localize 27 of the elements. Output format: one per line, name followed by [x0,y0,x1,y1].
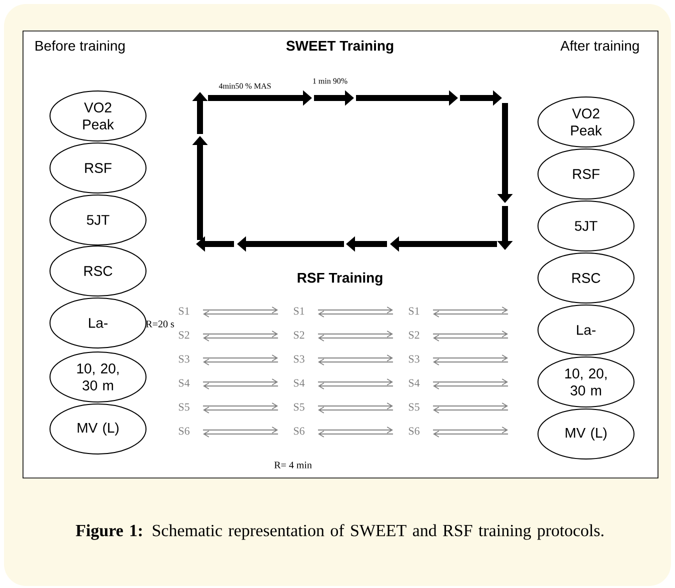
caption: Figure 1: Schematic representation of SWEET and RSF training protocols. [76,524,604,540]
heading: SWEET Training [286,40,394,54]
sprint-label: S2 [408,331,420,339]
sprint-label: S5 [294,403,304,411]
sprint-label: S6 [294,427,304,435]
heading: RSF Training [298,272,382,286]
rest-label: R= 4 min [274,462,312,468]
sprint-label: S3 [178,355,190,363]
sprint-label: S5 [408,403,420,411]
sprint-label: S1 [294,307,304,315]
sprint-label: S3 [294,355,304,363]
heading: After training [560,40,639,54]
interval-label: 4min50 % MAS [218,83,271,89]
sprint-label: S4 [294,379,305,387]
sprint-label: S2 [294,331,304,339]
sprint-label: S5 [178,403,190,411]
sprint-label: S4 [408,379,420,387]
sprint-label: S2 [178,331,190,339]
sprint-label: S3 [408,355,420,363]
interval-label: 1 min 90% [313,78,348,84]
rest-label: R=20 s [146,320,174,328]
sprint-label: S6 [178,427,190,435]
sprint-label: S4 [178,379,190,387]
sprint-label: S6 [408,427,420,435]
sprint-label: S1 [178,307,190,315]
heading: Before training [36,40,125,54]
sprint-label: S1 [408,307,420,315]
